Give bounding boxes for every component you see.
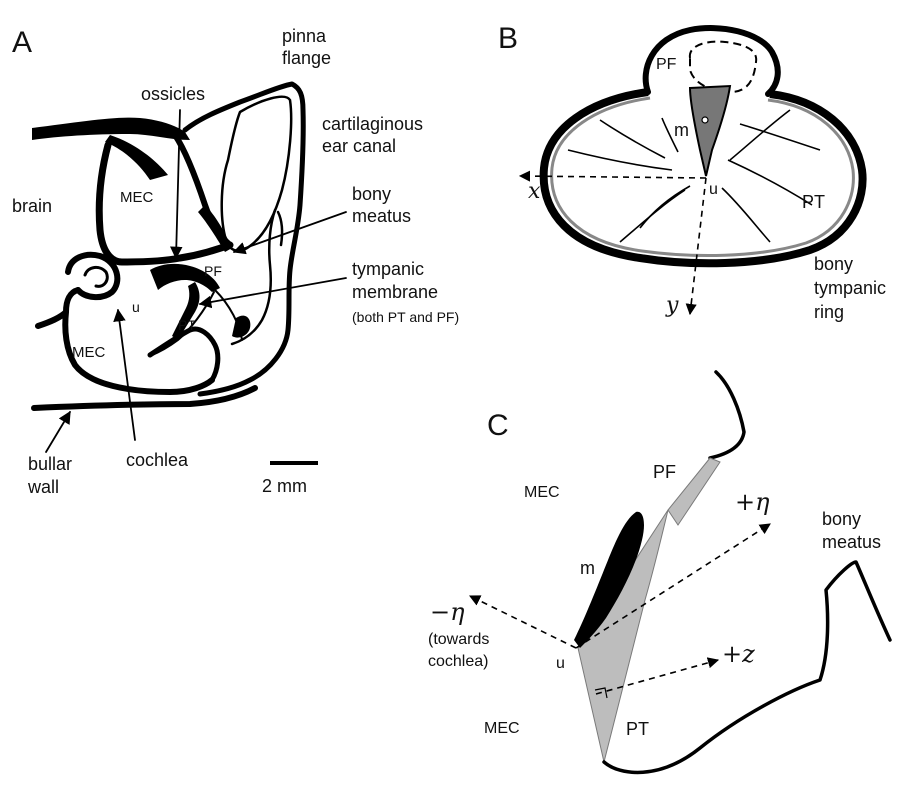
panel-c: C MEC PF +η bony meatus m −η (towards co… bbox=[428, 372, 890, 772]
manubrium bbox=[690, 86, 730, 176]
cochlea-inner bbox=[85, 267, 107, 286]
bullar-label: bullar bbox=[28, 454, 72, 474]
m-label-c: m bbox=[580, 558, 595, 578]
brain-label: brain bbox=[12, 196, 52, 216]
scale-label: 2 mm bbox=[262, 476, 307, 496]
plus-z-label: +z bbox=[722, 640, 755, 668]
meatus-label-c: meatus bbox=[822, 532, 881, 552]
pf-label-b: PF bbox=[656, 56, 677, 73]
mec-upper-label: MEC bbox=[120, 189, 154, 206]
towards-label: (towards bbox=[428, 631, 489, 648]
panel-label-b: B bbox=[498, 22, 518, 55]
bony-label-c: bony bbox=[822, 509, 861, 529]
x-label: x bbox=[528, 179, 541, 204]
both-pt-pf-label: (both PT and PF) bbox=[352, 309, 459, 325]
u-label-c: u bbox=[556, 655, 565, 672]
ring-label-2: tympanic bbox=[814, 278, 886, 298]
mec-lower-right bbox=[150, 329, 218, 380]
bullar-arrow bbox=[46, 412, 70, 452]
flange-label: flange bbox=[282, 48, 331, 68]
membrane-label: membrane bbox=[352, 282, 438, 302]
cochlea-label: cochlea bbox=[126, 450, 189, 470]
tympanic-label: tympanic bbox=[352, 259, 424, 279]
panel-a: A bbox=[12, 26, 459, 497]
panel-label-c: C bbox=[487, 409, 509, 442]
mec-lower-outline bbox=[38, 290, 212, 392]
u-label-b: u bbox=[709, 181, 718, 198]
pf-label-c: PF bbox=[653, 462, 676, 482]
tympanic-arrow bbox=[200, 278, 346, 304]
radial-fibers bbox=[568, 110, 820, 242]
m-label-b: m bbox=[674, 120, 689, 140]
mec-lower-label-c: MEC bbox=[484, 720, 520, 737]
pinna-outline bbox=[185, 84, 303, 394]
cartilaginous-label: cartilaginous bbox=[322, 114, 423, 134]
canal-fold bbox=[278, 212, 282, 245]
mec-upper-outline bbox=[99, 145, 230, 262]
wall-label: wall bbox=[27, 477, 59, 497]
meatus-label: meatus bbox=[352, 206, 411, 226]
pinna-label: pinna bbox=[282, 26, 327, 46]
mec-lower-label: MEC bbox=[72, 344, 106, 361]
cochlea-label-c: cochlea) bbox=[428, 653, 488, 670]
pt-label-b: PT bbox=[802, 192, 825, 212]
panel-b: B PF m u x y PT b bbox=[498, 22, 886, 322]
ossicles-label: ossicles bbox=[141, 84, 205, 104]
y-label: y bbox=[665, 293, 679, 318]
pt-label-a: PT bbox=[178, 317, 196, 333]
ring-label-1: bony bbox=[814, 254, 853, 274]
upper-wall bbox=[710, 372, 744, 458]
cochlea-arrow bbox=[118, 310, 135, 440]
pf-label-a: PF bbox=[204, 263, 222, 279]
mec-upper-label-c: MEC bbox=[524, 484, 560, 501]
pf-dashed bbox=[690, 42, 756, 92]
plus-eta-label: +η bbox=[735, 488, 770, 516]
minus-eta-label: −η bbox=[430, 598, 465, 626]
bony-meatus-arrow bbox=[234, 212, 346, 252]
y-axis-arrow bbox=[690, 178, 706, 314]
ear-canal-label: ear canal bbox=[322, 136, 396, 156]
pt-label-c: PT bbox=[626, 719, 649, 739]
x-axis-arrow bbox=[520, 176, 706, 178]
u-label-a: u bbox=[132, 299, 140, 315]
bony-label: bony bbox=[352, 184, 391, 204]
skull-wedge bbox=[105, 135, 168, 180]
umbo-marker bbox=[702, 117, 708, 123]
ring-label-3: ring bbox=[814, 302, 844, 322]
panel-label-a: A bbox=[12, 26, 32, 59]
